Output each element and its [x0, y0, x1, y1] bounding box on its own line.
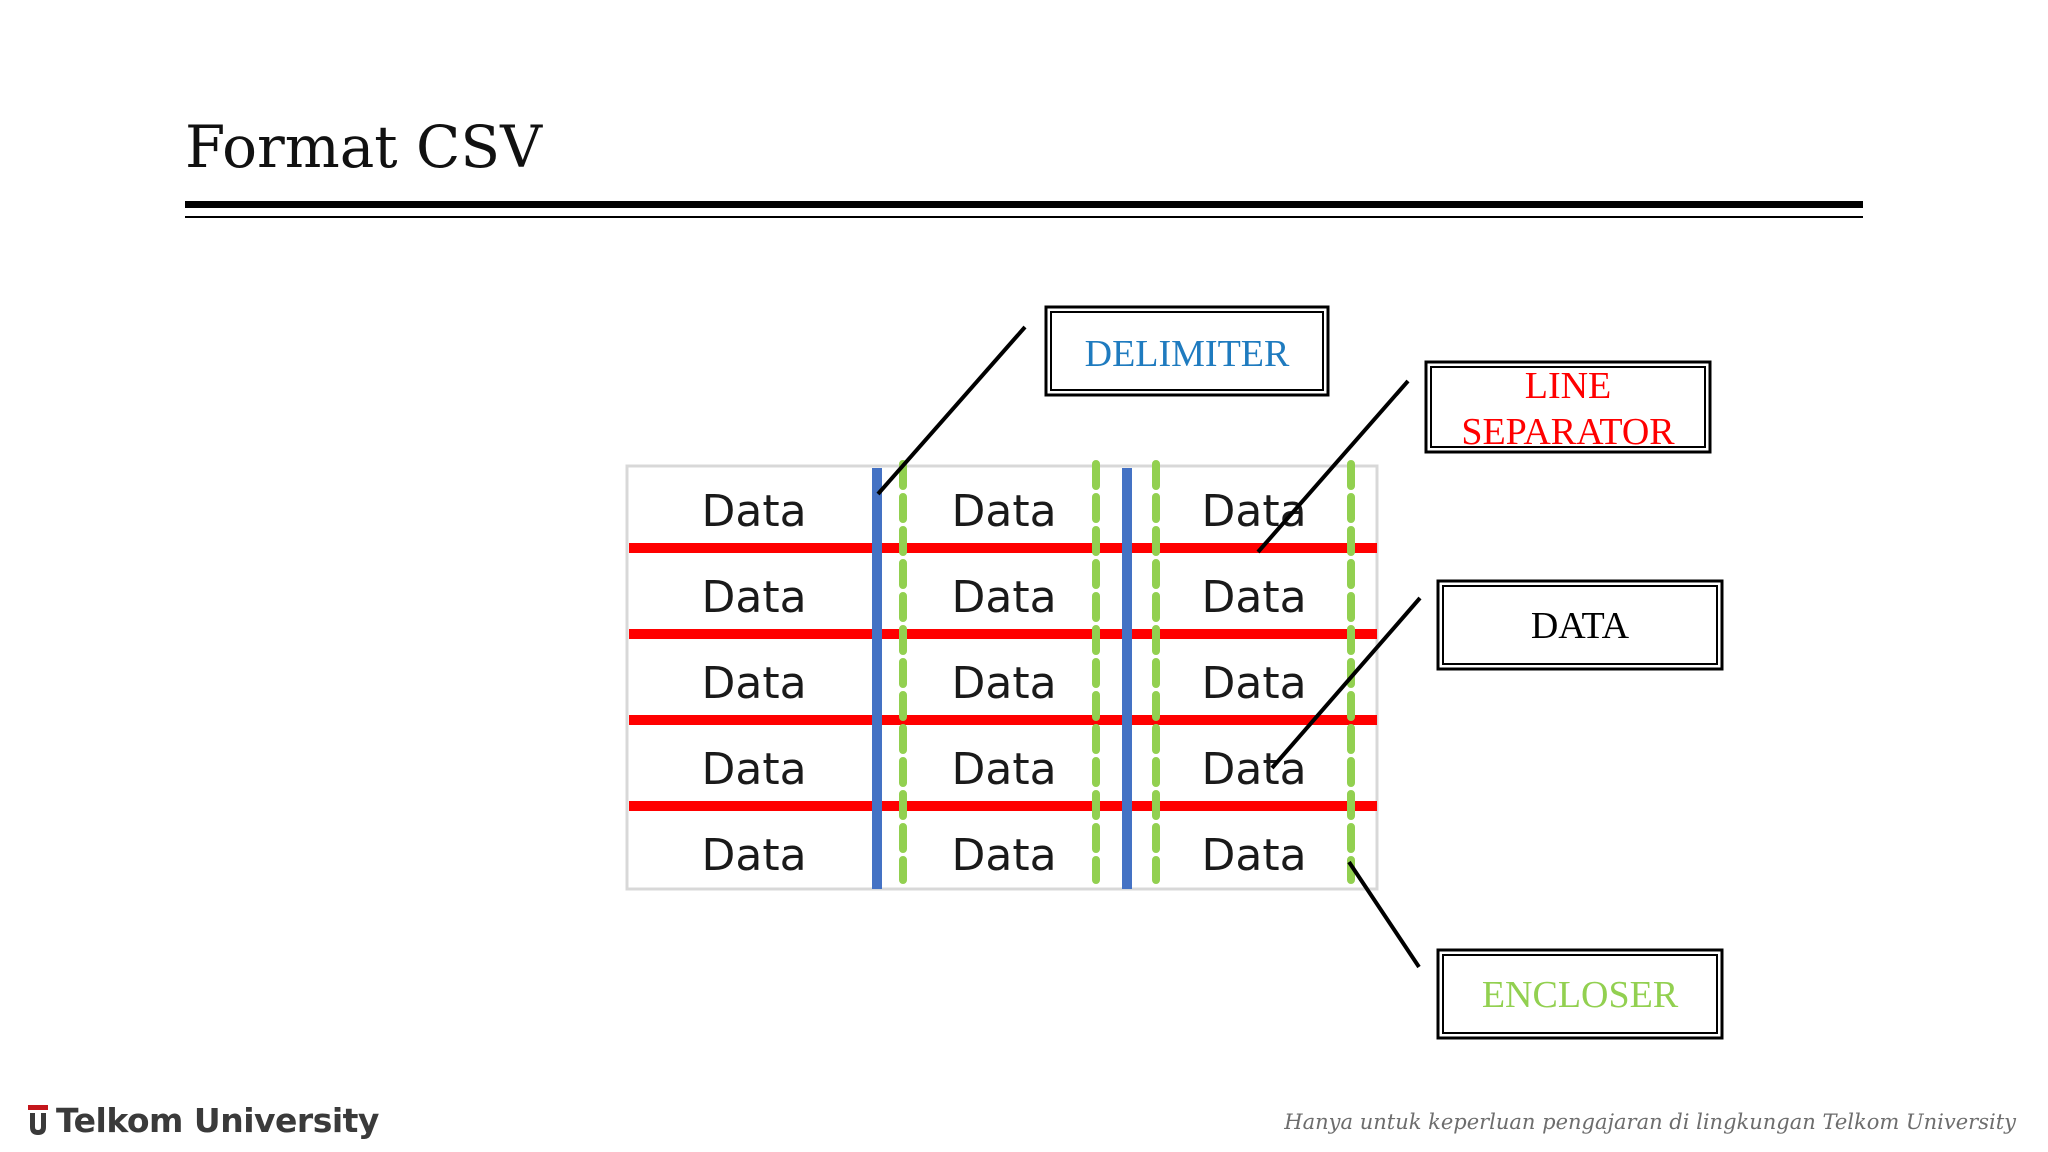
table-cell: Data: [701, 572, 806, 623]
table-cell: Data: [1201, 830, 1306, 881]
enclosers: [899, 460, 1355, 884]
line-separator-callout-box: [1424, 360, 1712, 454]
delimiter-callout-box-inner: [1050, 311, 1324, 391]
table-cell: Data: [951, 744, 1056, 795]
encloser-callout-box-inner: [1442, 954, 1718, 1034]
line-separator-leader: [1256, 379, 1410, 554]
line-separator-callout-label-line1: LINE: [1525, 365, 1612, 407]
data-callout-box: [1436, 579, 1724, 671]
csv-table-frame: [625, 464, 1379, 891]
encloser-leader: [1347, 860, 1421, 969]
delimiters: [872, 468, 1132, 889]
data-callout-box-inner: [1442, 585, 1718, 665]
table-cell: Data: [951, 830, 1056, 881]
footer-disclaimer: Hanya untuk keperluan pengajaran di ling…: [1284, 1110, 2016, 1134]
data-callout-label: DATA: [1531, 605, 1630, 647]
data-leader: [1270, 596, 1422, 770]
table-cell: Data: [701, 830, 806, 881]
encloser-callout-label: ENCLOSER: [1482, 974, 1679, 1016]
telkom-university-logo: Telkom University: [26, 1100, 379, 1140]
telkom-university-wordmark: Telkom University: [56, 1100, 379, 1140]
csv-table-cells: Data Data Data Data Data Data Data Data …: [701, 486, 1306, 881]
delimiter-callout: DELIMITER: [1044, 305, 1330, 397]
table-cell: Data: [701, 486, 806, 537]
line-separators: [629, 543, 1377, 811]
telkom-university-logo-icon: [28, 1105, 48, 1135]
callout-leaders: [876, 325, 1422, 969]
table-cell: Data: [951, 658, 1056, 709]
title-rule-thin: [185, 216, 1863, 218]
table-cell: Data: [951, 486, 1056, 537]
table-cell: Data: [1201, 486, 1306, 537]
title-rule-thick: [185, 201, 1863, 208]
delimiter-callout-label: DELIMITER: [1085, 333, 1290, 375]
table-cell: Data: [1201, 572, 1306, 623]
data-callout: DATA: [1436, 579, 1724, 671]
line-separator-callout-label-line2: SEPARATOR: [1461, 411, 1675, 453]
table-cell: Data: [1201, 744, 1306, 795]
encloser-callout-box: [1436, 948, 1724, 1040]
line-separator-callout: LINE SEPARATOR: [1424, 360, 1712, 454]
slide-title: Format CSV: [185, 113, 543, 181]
table-cell: Data: [701, 744, 806, 795]
table-cell: Data: [951, 572, 1056, 623]
table-cell: Data: [701, 658, 806, 709]
delimiter-callout-box: [1044, 305, 1330, 397]
encloser-callout: ENCLOSER: [1436, 948, 1724, 1040]
line-separator-callout-box-inner: [1430, 366, 1706, 448]
table-cell: Data: [1201, 658, 1306, 709]
delimiter-leader: [876, 325, 1027, 496]
